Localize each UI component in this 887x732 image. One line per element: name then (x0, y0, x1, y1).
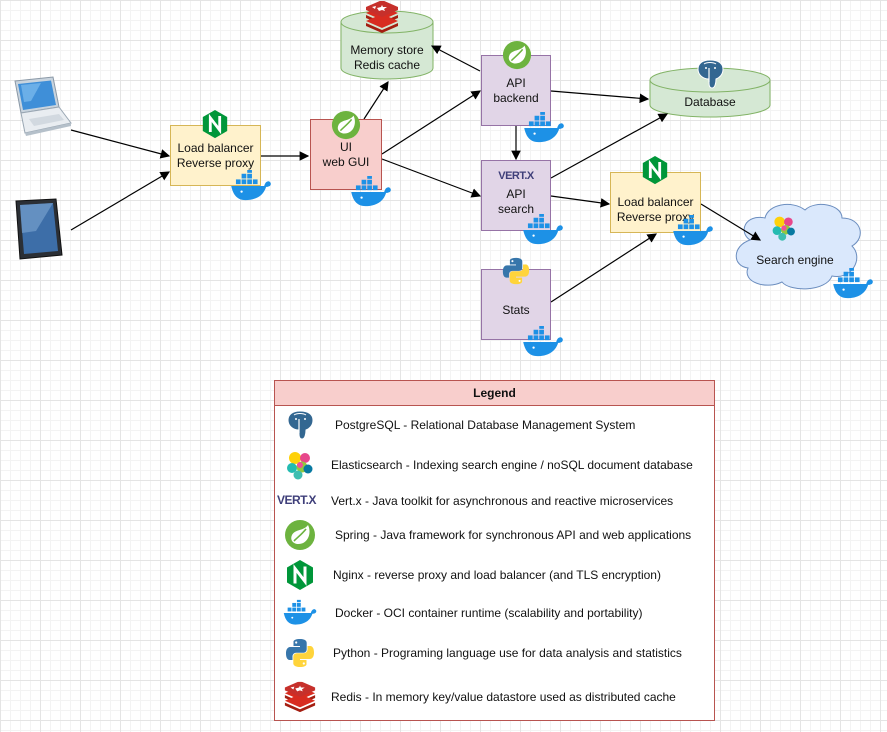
legend-item-text: Spring - Java framework for synchronous … (335, 528, 692, 542)
node-line2: backend (493, 90, 539, 105)
edge-lb2-searchengine (700, 203, 762, 241)
legend-item: Spring - Java framework for synchronous … (275, 519, 714, 551)
docker-icon (230, 170, 272, 202)
edge-laptop-lb1 (70, 129, 171, 159)
edge-apisearch-lb2 (550, 195, 611, 208)
edge-stats-lb2 (550, 233, 658, 303)
nginx-icon (283, 559, 317, 591)
docker-icon (523, 112, 565, 144)
legend-item: Python - Programing language use for dat… (275, 637, 714, 669)
elasticsearch-icon (283, 449, 317, 481)
legend-item-text: Docker - OCI container runtime (scalabil… (335, 606, 643, 620)
node-line2: Reverse proxy (176, 155, 255, 170)
legend-title: Legend (275, 381, 714, 406)
node-line1: API (506, 75, 526, 90)
tablet-icon (6, 196, 66, 262)
edge-apibackend-database (550, 90, 650, 104)
docker-icon (522, 214, 564, 246)
search-engine-label: Search engine (756, 253, 834, 267)
edge-apisearch-database (550, 113, 669, 179)
legend-item: Nginx - reverse proxy and load balancer … (275, 559, 714, 591)
legend-item: Elasticsearch - Indexing search engine /… (275, 449, 714, 481)
edge-ui-apibackend (381, 90, 482, 155)
legend-item-text: Python - Programing language use for dat… (333, 646, 682, 660)
node-line1: Load balancer (617, 194, 694, 209)
laptop-icon (1, 75, 73, 139)
database-label: Database (684, 95, 736, 109)
docker-icon (283, 597, 317, 629)
edge-ui-apisearch (381, 158, 482, 198)
node-line2: web GUI (322, 154, 370, 169)
spring-icon (331, 110, 361, 140)
spring-icon (502, 40, 532, 70)
postgresql-icon (283, 409, 317, 441)
redis-icon (364, 1, 400, 33)
node-line2: Redis cache (353, 58, 421, 72)
node-line2: Reverse proxy (616, 209, 695, 224)
search-engine-cloud[interactable] (735, 203, 861, 290)
legend-item-text: PostgreSQL - Relational Database Managem… (335, 418, 636, 432)
diagram-canvas (70, 10, 861, 303)
docker-icon (832, 268, 874, 300)
vertx-icon: VERT.X (277, 493, 317, 507)
legend-panel: Legend PostgreSQL - Relational Database … (274, 380, 715, 721)
nginx-icon (200, 108, 230, 140)
legend-item: PostgreSQL - Relational Database Managem… (275, 409, 714, 441)
elasticsearch-icon (770, 214, 798, 242)
node-line1: API (506, 186, 526, 201)
python-icon (283, 637, 317, 669)
legend-item: VERT.X Vert.x - Java toolkit for asynchr… (275, 485, 714, 517)
spring-icon (283, 519, 317, 551)
edge-apibackend-memory (430, 45, 481, 72)
node-label: Stats (502, 303, 530, 317)
edge-ui-memory (363, 80, 389, 120)
load-balancer-node[interactable]: Load balancer Reverse proxy (170, 125, 261, 186)
legend-item: Docker - OCI container runtime (scalabil… (275, 597, 714, 629)
redis-icon (283, 681, 317, 713)
legend-item-text: Vert.x - Java toolkit for asynchronous a… (331, 494, 674, 508)
legend-item-text: Nginx - reverse proxy and load balancer … (333, 568, 661, 582)
node-line1: Memory store (350, 43, 424, 57)
legend-item: Redis - In memory key/value datastore us… (275, 681, 714, 713)
postgresql-icon (694, 58, 726, 90)
vertx-logo: VERT.X (498, 169, 534, 182)
legend-item-text: Elasticsearch - Indexing search engine /… (331, 458, 693, 472)
legend-item-text: Redis - In memory key/value datastore us… (331, 690, 676, 704)
edge-tablet-lb1 (70, 171, 171, 231)
node-line2: search (497, 201, 535, 216)
memory-store-label: Memory store Redis cache (341, 43, 433, 73)
docker-icon (350, 176, 392, 208)
nginx-icon (640, 154, 670, 186)
python-icon (501, 256, 531, 286)
docker-icon (672, 215, 714, 247)
node-line1: UI (340, 139, 352, 154)
docker-icon (522, 326, 564, 358)
node-line1: Load balancer (177, 140, 254, 155)
